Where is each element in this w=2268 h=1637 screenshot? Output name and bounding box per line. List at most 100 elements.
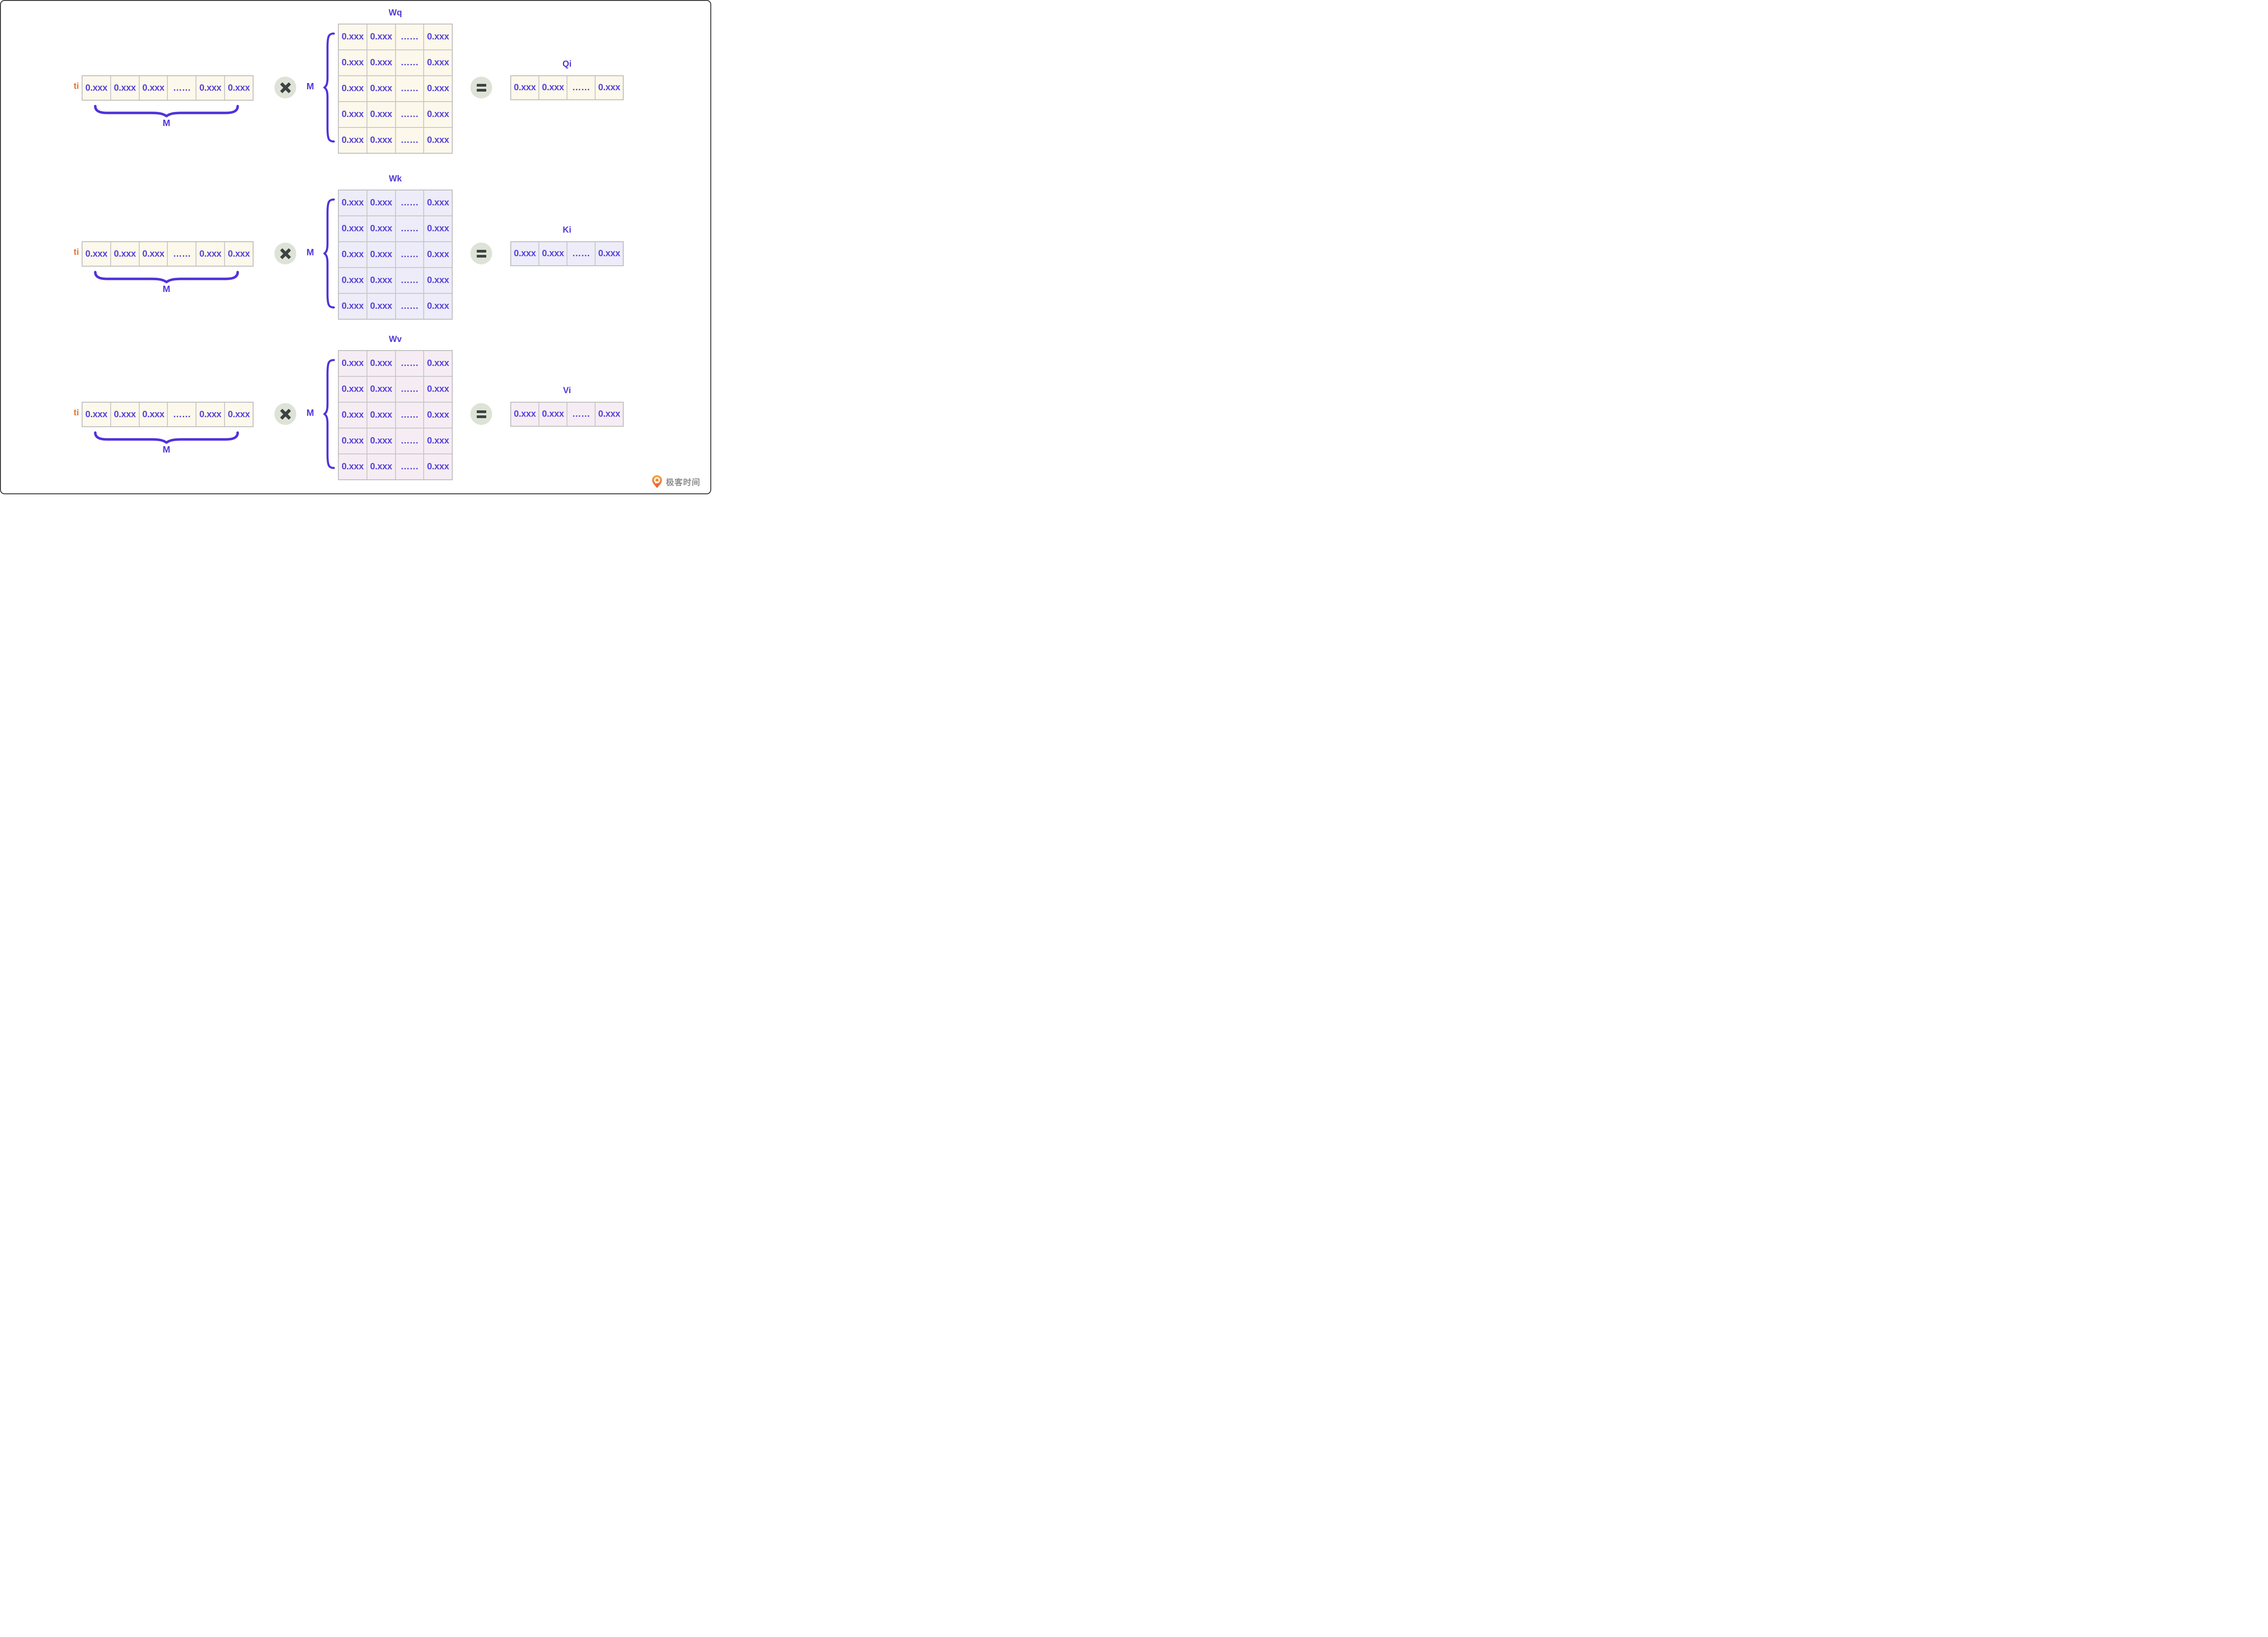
matrix-cell: 0.xxx	[367, 190, 395, 215]
matrix-cell: 0.xxx	[424, 128, 452, 153]
equals-icon	[470, 403, 492, 425]
left-brace-icon	[323, 359, 335, 469]
result-vector-cell: 0.xxx	[596, 242, 623, 265]
matrix-cell: 0.xxx	[367, 403, 395, 428]
input-vector-cell: 0.xxx	[83, 242, 110, 266]
underbrace-icon	[94, 271, 239, 283]
matrix-cell: ……	[396, 377, 424, 402]
matrix-title: Wk	[389, 174, 402, 184]
input-vector-cell: 0.xxx	[225, 242, 253, 266]
matrix-cell: ……	[396, 102, 424, 127]
input-dimension-label: M	[162, 445, 171, 455]
matrix-cell: 0.xxx	[339, 454, 367, 479]
input-vector-label: ti	[73, 408, 79, 418]
matrix-cell: ……	[396, 50, 424, 75]
result-vector-cell: ……	[567, 76, 595, 99]
input-vector-cell: ……	[168, 242, 196, 266]
matrix-cell: ……	[396, 429, 424, 453]
matrix-cell: ……	[396, 403, 424, 428]
matrix-cell: 0.xxx	[424, 50, 452, 75]
matrix-cell: 0.xxx	[339, 128, 367, 153]
input-dimension-label: M	[162, 118, 171, 128]
input-vector-cell: 0.xxx	[139, 403, 167, 426]
equals-icon	[470, 77, 492, 98]
matrix-cell: 0.xxx	[339, 377, 367, 402]
input-vector-cell: 0.xxx	[196, 403, 225, 426]
input-vector-cell: 0.xxx	[83, 403, 110, 426]
matrix-rows-label: M	[306, 82, 314, 92]
matrix-cell: 0.xxx	[367, 351, 395, 376]
result-title: Ki	[562, 225, 572, 235]
matrix-cell: 0.xxx	[339, 76, 367, 101]
matrix-cell: 0.xxx	[367, 76, 395, 101]
matrix-cell: 0.xxx	[424, 403, 452, 428]
input-vector-cell: 0.xxx	[196, 76, 225, 100]
matrix-cell: 0.xxx	[339, 216, 367, 241]
matrix-rows-label: M	[306, 408, 314, 418]
matrix-cell: 0.xxx	[424, 351, 452, 376]
matrix-cell: ……	[396, 242, 424, 267]
matrix-cell: ……	[396, 294, 424, 319]
matrix-cell: ……	[396, 24, 424, 49]
matrix-title: Wv	[389, 335, 402, 344]
input-vector-cell: 0.xxx	[139, 242, 167, 266]
matrix-cell: 0.xxx	[424, 377, 452, 402]
result-vector-cell: 0.xxx	[596, 76, 623, 99]
result-vector-cell: 0.xxx	[539, 242, 567, 265]
matrix-cell: ……	[396, 128, 424, 153]
result-vector-cell: 0.xxx	[596, 403, 623, 426]
matrix-cell: 0.xxx	[339, 102, 367, 127]
matrix-cell: 0.xxx	[424, 454, 452, 479]
matrix-cell: ……	[396, 351, 424, 376]
result-vector-cell: 0.xxx	[539, 403, 567, 426]
matrix-cell: 0.xxx	[339, 190, 367, 215]
matrix-cell: 0.xxx	[367, 429, 395, 453]
input-vector-cell: ……	[168, 76, 196, 100]
matrix-cell: 0.xxx	[339, 429, 367, 453]
matrix-cell: 0.xxx	[424, 190, 452, 215]
geektime-logo-text: 极客时间	[666, 477, 700, 487]
matrix-cell: 0.xxx	[339, 403, 367, 428]
input-vector-label: ti	[73, 82, 79, 91]
matrix-cell: 0.xxx	[367, 454, 395, 479]
matrix-cell: 0.xxx	[367, 242, 395, 267]
geektime-pin-icon	[652, 475, 662, 488]
input-vector-label: ti	[73, 248, 79, 257]
matrix-rows-label: M	[306, 248, 314, 258]
input-vector-cell: 0.xxx	[139, 76, 167, 100]
matrix-cell: 0.xxx	[424, 76, 452, 101]
matrix-cell: 0.xxx	[367, 294, 395, 319]
matrix-cell: 0.xxx	[339, 268, 367, 293]
matrix-cell: 0.xxx	[424, 268, 452, 293]
result-title: Qi	[562, 59, 572, 69]
matrix-cell: 0.xxx	[339, 294, 367, 319]
matrix-cell: ……	[396, 76, 424, 101]
matrix-cell: 0.xxx	[367, 377, 395, 402]
matrix-cell: 0.xxx	[424, 102, 452, 127]
matrix-cell: 0.xxx	[424, 429, 452, 453]
matrix-cell: 0.xxx	[339, 50, 367, 75]
input-vector-cell: 0.xxx	[225, 76, 253, 100]
matrix-cell: 0.xxx	[424, 242, 452, 267]
result-vector-cell: 0.xxx	[539, 76, 567, 99]
input-vector-cell: 0.xxx	[225, 403, 253, 426]
input-vector-cell: 0.xxx	[83, 76, 110, 100]
matrix-cell: 0.xxx	[367, 24, 395, 49]
result-vector-cell: ……	[567, 403, 595, 426]
multiply-icon	[274, 403, 296, 425]
matrix-cell: ……	[396, 454, 424, 479]
geektime-logo: 极客时间	[651, 475, 700, 489]
matrix-cell: 0.xxx	[339, 351, 367, 376]
result-title: Vi	[563, 386, 571, 395]
input-vector-cell: 0.xxx	[196, 242, 225, 266]
input-vector-cell: 0.xxx	[111, 76, 139, 100]
multiply-icon	[274, 77, 296, 98]
result-vector-cell: 0.xxx	[511, 242, 538, 265]
